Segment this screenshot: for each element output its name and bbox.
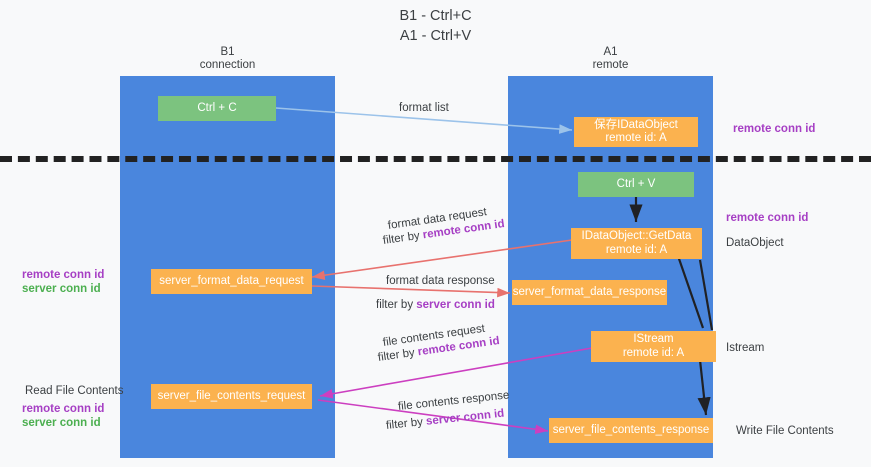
side-label-remote-conn-id-mid: remote conn id bbox=[726, 212, 809, 224]
box-save-idataobject-line1: 保存IDataObject bbox=[594, 118, 678, 131]
box-ctrl-c-label: Ctrl + C bbox=[197, 101, 237, 114]
column-header-b1-subtitle: connection bbox=[199, 59, 256, 71]
side-label-remote-conn-id-top: remote conn id bbox=[733, 123, 816, 135]
box-istream-line2: remote id: A bbox=[622, 346, 685, 359]
side-label-istream: Istream bbox=[726, 342, 765, 354]
box-server-file-contents-request[interactable]: server_file_contents_request bbox=[151, 384, 312, 409]
filter-key: server conn id bbox=[425, 407, 505, 428]
column-header-a1-name: A1 bbox=[603, 46, 618, 58]
filter-key: server conn id bbox=[416, 299, 495, 311]
edge-label-format-data-response: format data response bbox=[386, 275, 495, 287]
phase-divider bbox=[0, 156, 871, 162]
side-label-write-file-contents: Write File Contents bbox=[736, 425, 834, 437]
filter-prefix: filter by bbox=[376, 299, 417, 311]
column-header-b1: B1 connection bbox=[120, 46, 335, 72]
title-line-1: B1 - Ctrl+C bbox=[399, 8, 472, 24]
box-ctrl-v[interactable]: Ctrl + V bbox=[578, 172, 694, 197]
box-save-idataobject[interactable]: 保存IDataObject remote id: A bbox=[574, 117, 698, 147]
side-label-dataobject: DataObject bbox=[726, 237, 784, 249]
filter-prefix: filter by bbox=[385, 415, 427, 432]
side-label-left-server-conn-id-bot: server conn id bbox=[22, 417, 101, 429]
side-label-left-remote-conn-id-bot: remote conn id bbox=[22, 403, 105, 415]
box-server-format-data-response-label: server_format_data_response bbox=[512, 285, 667, 298]
side-label-read-file-contents: Read File Contents bbox=[25, 385, 124, 397]
side-label-left-server-conn-id-mid: server conn id bbox=[22, 283, 101, 295]
edge-label-format-list: format list bbox=[399, 102, 449, 114]
box-idataobject-getdata[interactable]: IDataObject::GetData remote id: A bbox=[571, 228, 702, 259]
filter-prefix: filter by bbox=[382, 229, 424, 247]
box-idataobject-getdata-line2: remote id: A bbox=[605, 243, 668, 256]
title-line-2: A1 - Ctrl+V bbox=[399, 28, 472, 44]
box-idataobject-getdata-line1: IDataObject::GetData bbox=[581, 230, 692, 242]
box-istream-line1: IStream bbox=[633, 333, 674, 345]
box-server-format-data-request-label: server_format_data_request bbox=[159, 274, 304, 287]
diagram-title: B1 - Ctrl+C A1 - Ctrl+V bbox=[0, 6, 871, 46]
box-server-format-data-request[interactable]: server_format_data_request bbox=[151, 269, 312, 294]
box-save-idataobject-line2: remote id: A bbox=[605, 132, 667, 144]
filter-prefix: filter by bbox=[377, 346, 419, 364]
column-header-a1-subtitle: remote bbox=[592, 59, 629, 71]
box-server-file-contents-response-label: server_file_contents_response bbox=[552, 423, 710, 436]
column-header-a1: A1 remote bbox=[508, 46, 713, 72]
box-server-file-contents-request-label: server_file_contents_request bbox=[157, 389, 306, 402]
box-istream[interactable]: IStream remote id: A bbox=[591, 331, 716, 362]
box-server-format-data-response[interactable]: server_format_data_response bbox=[512, 280, 667, 305]
box-ctrl-c[interactable]: Ctrl + C bbox=[158, 96, 276, 121]
side-label-left-remote-conn-id-mid: remote conn id bbox=[22, 269, 105, 281]
box-ctrl-v-label: Ctrl + V bbox=[616, 177, 656, 190]
edge-label-format-data-response-filter: filter by server conn id bbox=[376, 298, 495, 312]
box-server-file-contents-response[interactable]: server_file_contents_response bbox=[549, 418, 713, 443]
column-header-b1-name: B1 bbox=[220, 46, 235, 58]
